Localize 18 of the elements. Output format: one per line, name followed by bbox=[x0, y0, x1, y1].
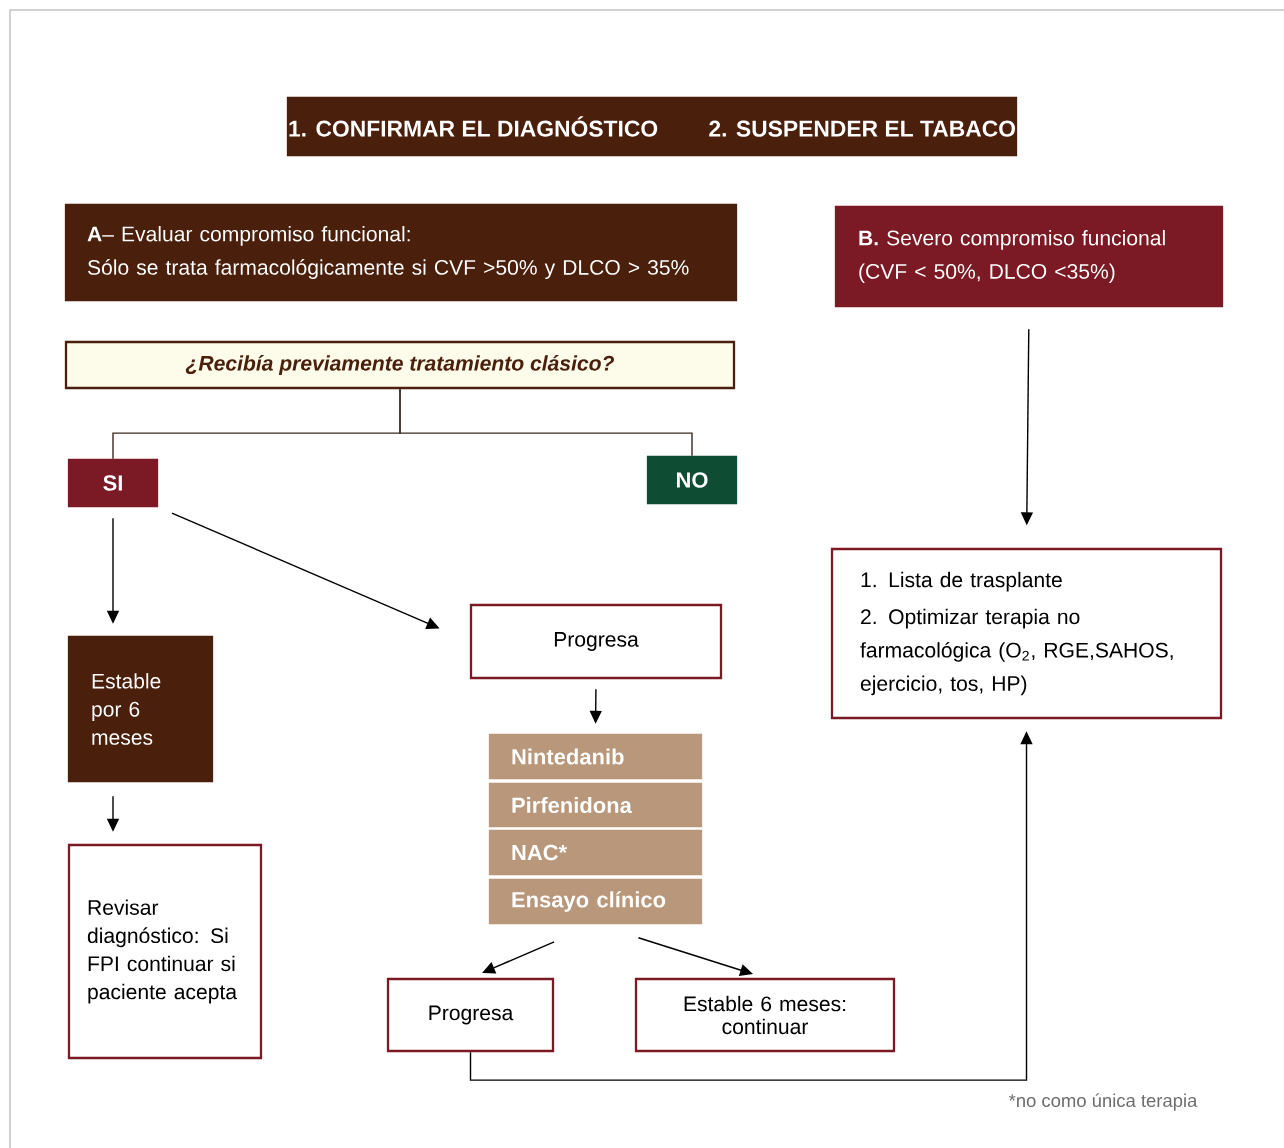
arrow bbox=[482, 941, 555, 974]
option-box: Nintedanib bbox=[488, 733, 703, 780]
process-box: B. Severo compromiso funcional (CVF < 50%, DLCO <35%) bbox=[834, 205, 1224, 308]
answer-box: NO bbox=[646, 455, 738, 505]
process-box: Estable por 6 meses bbox=[67, 635, 214, 783]
process-box: 1. Lista de trasplante 2. Optimizar terapia no farmacológica (O$_{2}$, RGE,SAHOS, ejercicio, tos, HP) bbox=[830, 547, 1223, 720]
process-box: Revisar diagnóstico: Si FPI continuar si paciente acepta bbox=[67, 843, 263, 1060]
option-box: NAC* bbox=[488, 829, 703, 876]
option-box: Pirfenidona bbox=[488, 782, 703, 828]
header-box: 1. CONFIRMAR EL DIAGNÓSTICO 2. SUSPENDER EL TABACO bbox=[286, 96, 1018, 157]
answer-box: SI bbox=[67, 458, 159, 508]
question-box: ¿Recibía previamente tratamiento clásico? bbox=[64, 340, 736, 390]
footnote: *no como única terapia bbox=[1008, 1093, 1198, 1111]
process-box: Estable 6 meses: continuar bbox=[634, 977, 896, 1053]
option-box: Ensayo clínico bbox=[488, 878, 703, 925]
process-box: Progresa bbox=[469, 603, 723, 680]
process-box: A– Evaluar compromiso funcional: Sólo se trata farmacológicamente si CVF >50% y DLCO > 35% bbox=[64, 203, 738, 302]
process-box: Progresa bbox=[386, 977, 555, 1053]
